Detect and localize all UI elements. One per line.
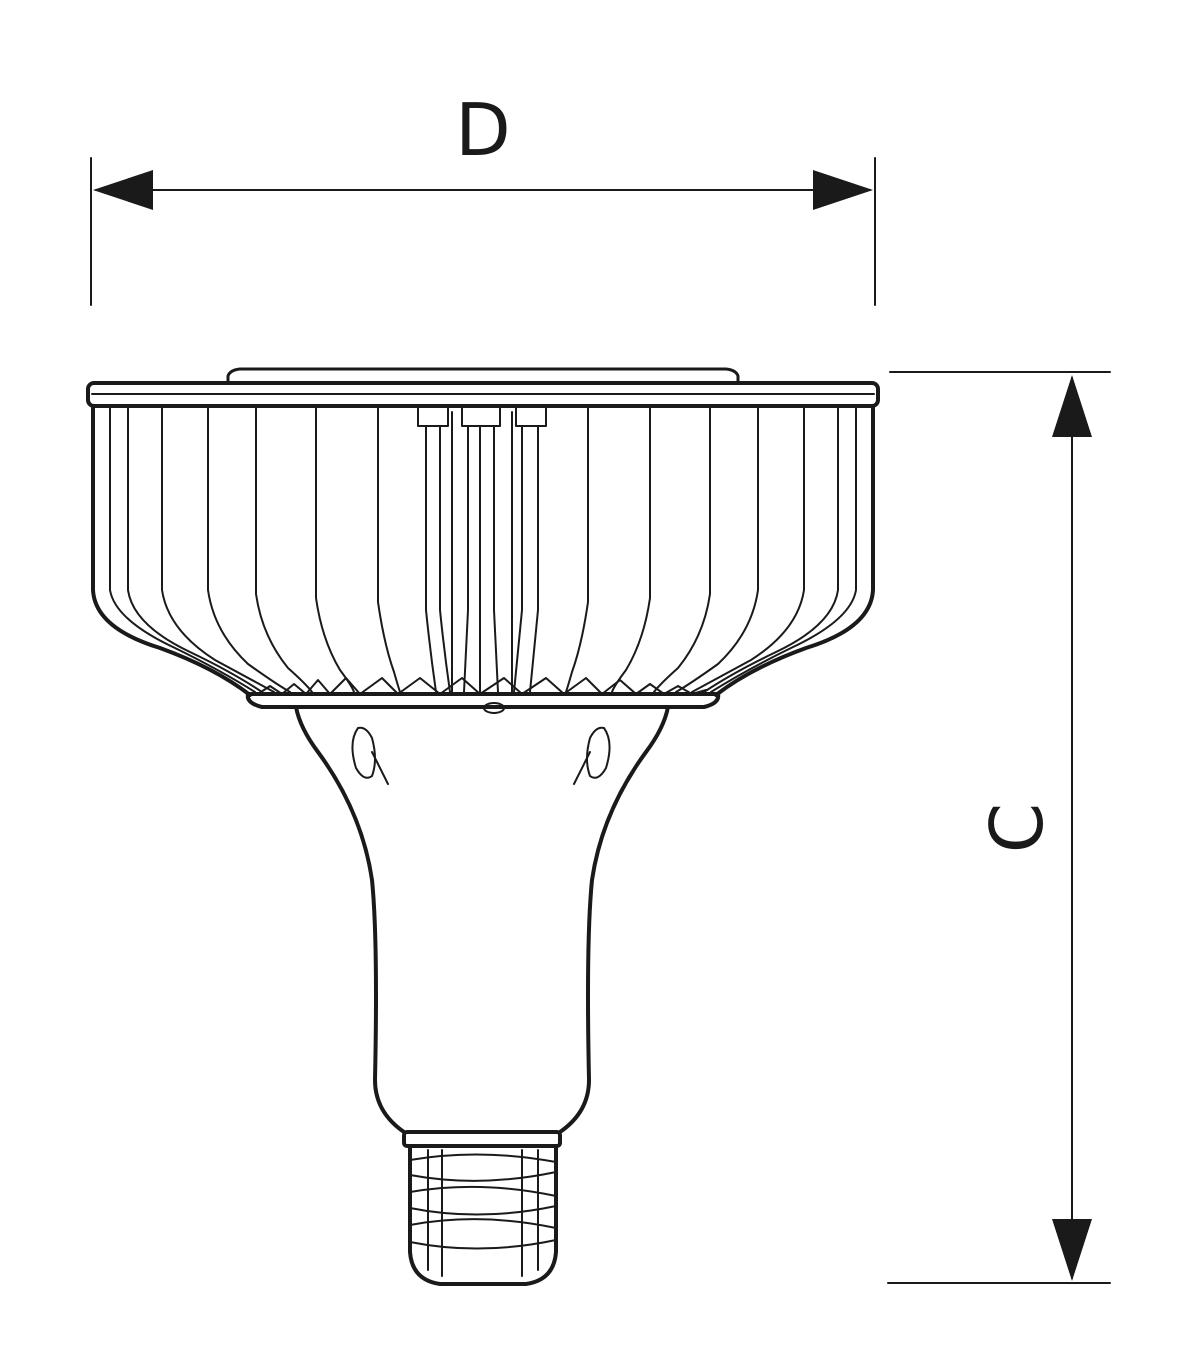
heatsink-base-plate — [245, 692, 721, 709]
lamp-top-cap — [226, 367, 740, 385]
neck-vent-left — [351, 726, 389, 785]
dimension-d-label: D — [455, 88, 510, 172]
screw-base-collar — [402, 1130, 562, 1148]
heatsink-outline — [91, 404, 875, 697]
screw-base-body — [408, 1144, 558, 1286]
lamp-neck — [294, 705, 670, 1134]
heatsink-teeth — [257, 677, 707, 695]
dimension-d: D — [90, 88, 876, 306]
dimension-d-right-arrow — [813, 170, 873, 210]
base-center-mark — [483, 702, 505, 714]
dimension-c-bottom-arrow — [1052, 1219, 1092, 1281]
neck-vent-right — [573, 726, 611, 785]
dimension-c: C — [887, 371, 1111, 1284]
driver-posts — [417, 405, 547, 693]
dimension-c-top-arrow — [1052, 375, 1092, 437]
screw-base — [402, 1130, 562, 1286]
heatsink-fins-right — [565, 405, 857, 693]
screw-threads — [409, 1149, 557, 1277]
lamp-outline — [86, 367, 880, 1286]
dimension-c-label: C — [975, 803, 1059, 853]
heatsink-fins-left — [109, 405, 401, 693]
dimension-d-left-arrow — [93, 170, 153, 210]
